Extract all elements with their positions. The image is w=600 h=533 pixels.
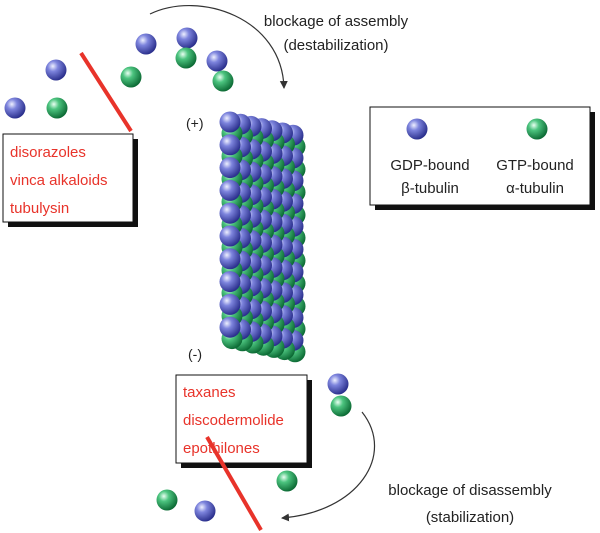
destabilizer-name: tubulysin: [10, 200, 69, 217]
beta-tubulin-subunit: [219, 316, 241, 338]
bottom-annotation: blockage of disassembly (stabilization): [281, 411, 552, 526]
legend-box: GDP-bound β-tubulin GTP-bound α-tubulin: [369, 106, 595, 210]
free-alpha-subunit: [46, 97, 68, 119]
free-alpha-subunit: [120, 66, 142, 88]
free-beta-subunit: [327, 373, 349, 395]
disassembly-inhibitor-bar: [205, 435, 263, 532]
legend-green-label-line2: α-tubulin: [506, 180, 564, 197]
beta-tubulin-subunit: [219, 225, 241, 247]
legend-blue-sphere-icon: [406, 118, 428, 140]
plus-end-label: (+): [186, 115, 204, 131]
beta-tubulin-subunit: [219, 111, 241, 133]
free-alpha-subunit: [276, 470, 298, 492]
beta-tubulin-subunit: [219, 248, 241, 270]
minus-end-label: (-): [188, 346, 202, 362]
free-beta-subunit: [206, 50, 228, 72]
destabilizer-name: vinca alkaloids: [10, 172, 108, 189]
beta-tubulin-subunit: [219, 157, 241, 179]
stabilizer-box: taxanes discodermolide epothilones: [175, 374, 312, 468]
legend-green-label-line1: GTP-bound: [496, 157, 574, 174]
free-beta-subunit: [194, 500, 216, 522]
free-beta-subunit: [176, 27, 198, 49]
free-beta-subunit: [135, 33, 157, 55]
top-annotation: blockage of assembly (destabilization): [149, 5, 409, 89]
disassembly-arrow: [281, 411, 376, 522]
legend-blue-label-line1: GDP-bound: [390, 157, 469, 174]
stabilizer-name: taxanes: [183, 384, 236, 401]
stabilizer-name: discodermolide: [183, 412, 284, 429]
free-beta-subunit: [45, 59, 67, 81]
microtubule: [219, 111, 306, 363]
beta-tubulin-subunit: [219, 293, 241, 315]
free-subunits-top: [4, 27, 234, 119]
legend-green-sphere-icon: [526, 118, 548, 140]
top-annotation-line2: (destabilization): [283, 37, 388, 54]
assembly-arrow: [149, 5, 288, 89]
top-annotation-line1: blockage of assembly: [264, 13, 409, 30]
stabilizer-name: epothilones: [183, 440, 260, 457]
free-alpha-subunit: [175, 47, 197, 69]
free-alpha-subunit: [330, 395, 352, 417]
legend-blue-label-line2: β-tubulin: [401, 180, 459, 197]
bottom-annotation-line1: blockage of disassembly: [388, 482, 552, 499]
beta-tubulin-subunit: [219, 134, 241, 156]
free-alpha-subunit: [212, 70, 234, 92]
destabilizer-name: disorazoles: [10, 144, 86, 161]
beta-tubulin-subunit: [219, 179, 241, 201]
destabilizer-box-frame: [2, 133, 134, 223]
free-beta-subunit: [4, 97, 26, 119]
bottom-annotation-line2: (stabilization): [426, 509, 514, 526]
beta-tubulin-subunit: [219, 271, 241, 293]
legend-box-frame: [369, 106, 591, 206]
stabilizer-box-frame: [175, 374, 308, 464]
free-alpha-subunit: [156, 489, 178, 511]
beta-tubulin-subunit: [219, 202, 241, 224]
destabilizer-box: disorazoles vinca alkaloids tubulysin: [2, 133, 138, 227]
assembly-inhibitor-bar: [79, 51, 133, 133]
